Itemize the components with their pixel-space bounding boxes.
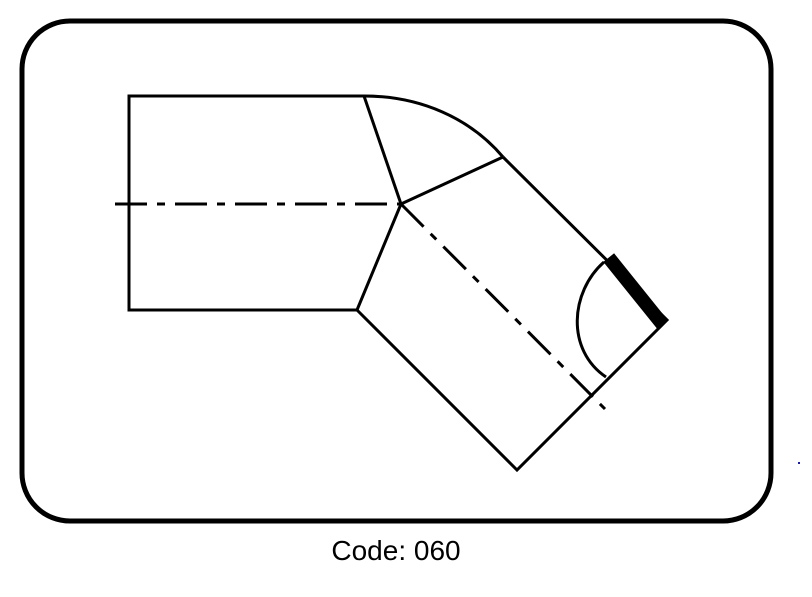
outer-bend-arc [363, 94, 505, 158]
caption-label: Code: [331, 535, 407, 566]
diagram-caption: Code: 060 [0, 531, 792, 571]
miter-joint-lines [355, 95, 504, 311]
diagram-frame [19, 18, 774, 524]
end-cap-half-round [575, 260, 607, 379]
end-flange-band [603, 253, 668, 330]
angled-centerline [399, 202, 607, 411]
caption-code: 060 [413, 535, 461, 566]
stray-dot-mark [798, 462, 800, 464]
